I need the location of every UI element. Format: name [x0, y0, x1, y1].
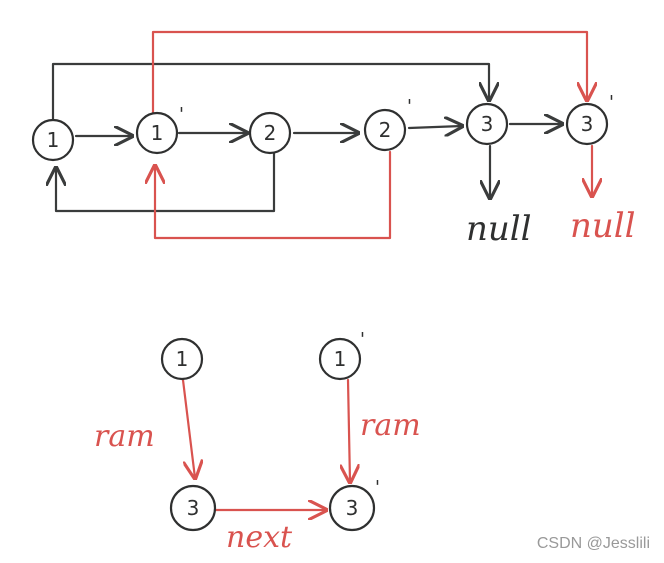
bottom-node-1: 1 [160, 337, 204, 381]
random-arrow-1p-to-3p [348, 378, 350, 482]
next-label: next [226, 520, 293, 555]
random-label-right: ram [360, 408, 421, 443]
bottom-node-1-label: 1 [176, 347, 189, 371]
random-label-left: ram [94, 419, 155, 454]
watermark: CSDN @Jesslili [536, 535, 650, 552]
node-1-prime-label: 1 [151, 121, 164, 145]
node-3: 3 [465, 102, 509, 146]
node-1-prime-mark: ' [179, 104, 184, 125]
node-3-label: 3 [481, 112, 494, 136]
next-arrow-2p-to-3 [407, 126, 462, 128]
node-1-prime: 1 ' [135, 104, 184, 155]
top-red-pointer-2p-to-1p [155, 150, 392, 240]
bottom-random-diagram: 1 1 ' 3 3 ' ram ram next [94, 329, 421, 555]
bottom-node-3: 3 [169, 484, 217, 532]
bottom-node-3-prime-label: 3 [346, 496, 359, 520]
random-arrow-1-to-3 [181, 378, 195, 478]
top-red-pointer-1p-to-3p [151, 30, 587, 122]
node-3-prime-label: 3 [581, 112, 594, 136]
bottom-node-1-prime: 1 ' [318, 329, 365, 381]
top-dark-pointer-2-to-1 [56, 150, 276, 213]
node-1: 1 [31, 118, 75, 162]
null-label-original: null [466, 209, 532, 249]
null-label-copy: null [570, 206, 636, 246]
top-list-diagram: 1 1 ' 2 2 ' 3 3 ' null null [31, 30, 636, 249]
bottom-node-1-prime-label: 1 [334, 347, 347, 371]
bottom-node-3-prime: 3 ' [328, 477, 380, 532]
node-2: 2 [248, 111, 292, 155]
bottom-node-3-label: 3 [187, 496, 200, 520]
node-2-label: 2 [264, 121, 277, 145]
node-2-prime: 2 ' [363, 96, 412, 152]
node-2-prime-label: 2 [379, 118, 392, 142]
top-dark-pointer-1-to-3 [51, 62, 489, 124]
bottom-node-3-prime-mark: ' [375, 477, 380, 498]
bottom-node-1-prime-mark: ' [360, 329, 365, 350]
node-3-prime: 3 ' [565, 92, 614, 146]
node-1-label: 1 [47, 128, 60, 152]
node-3-prime-mark: ' [609, 92, 614, 113]
node-2-prime-mark: ' [407, 96, 412, 117]
